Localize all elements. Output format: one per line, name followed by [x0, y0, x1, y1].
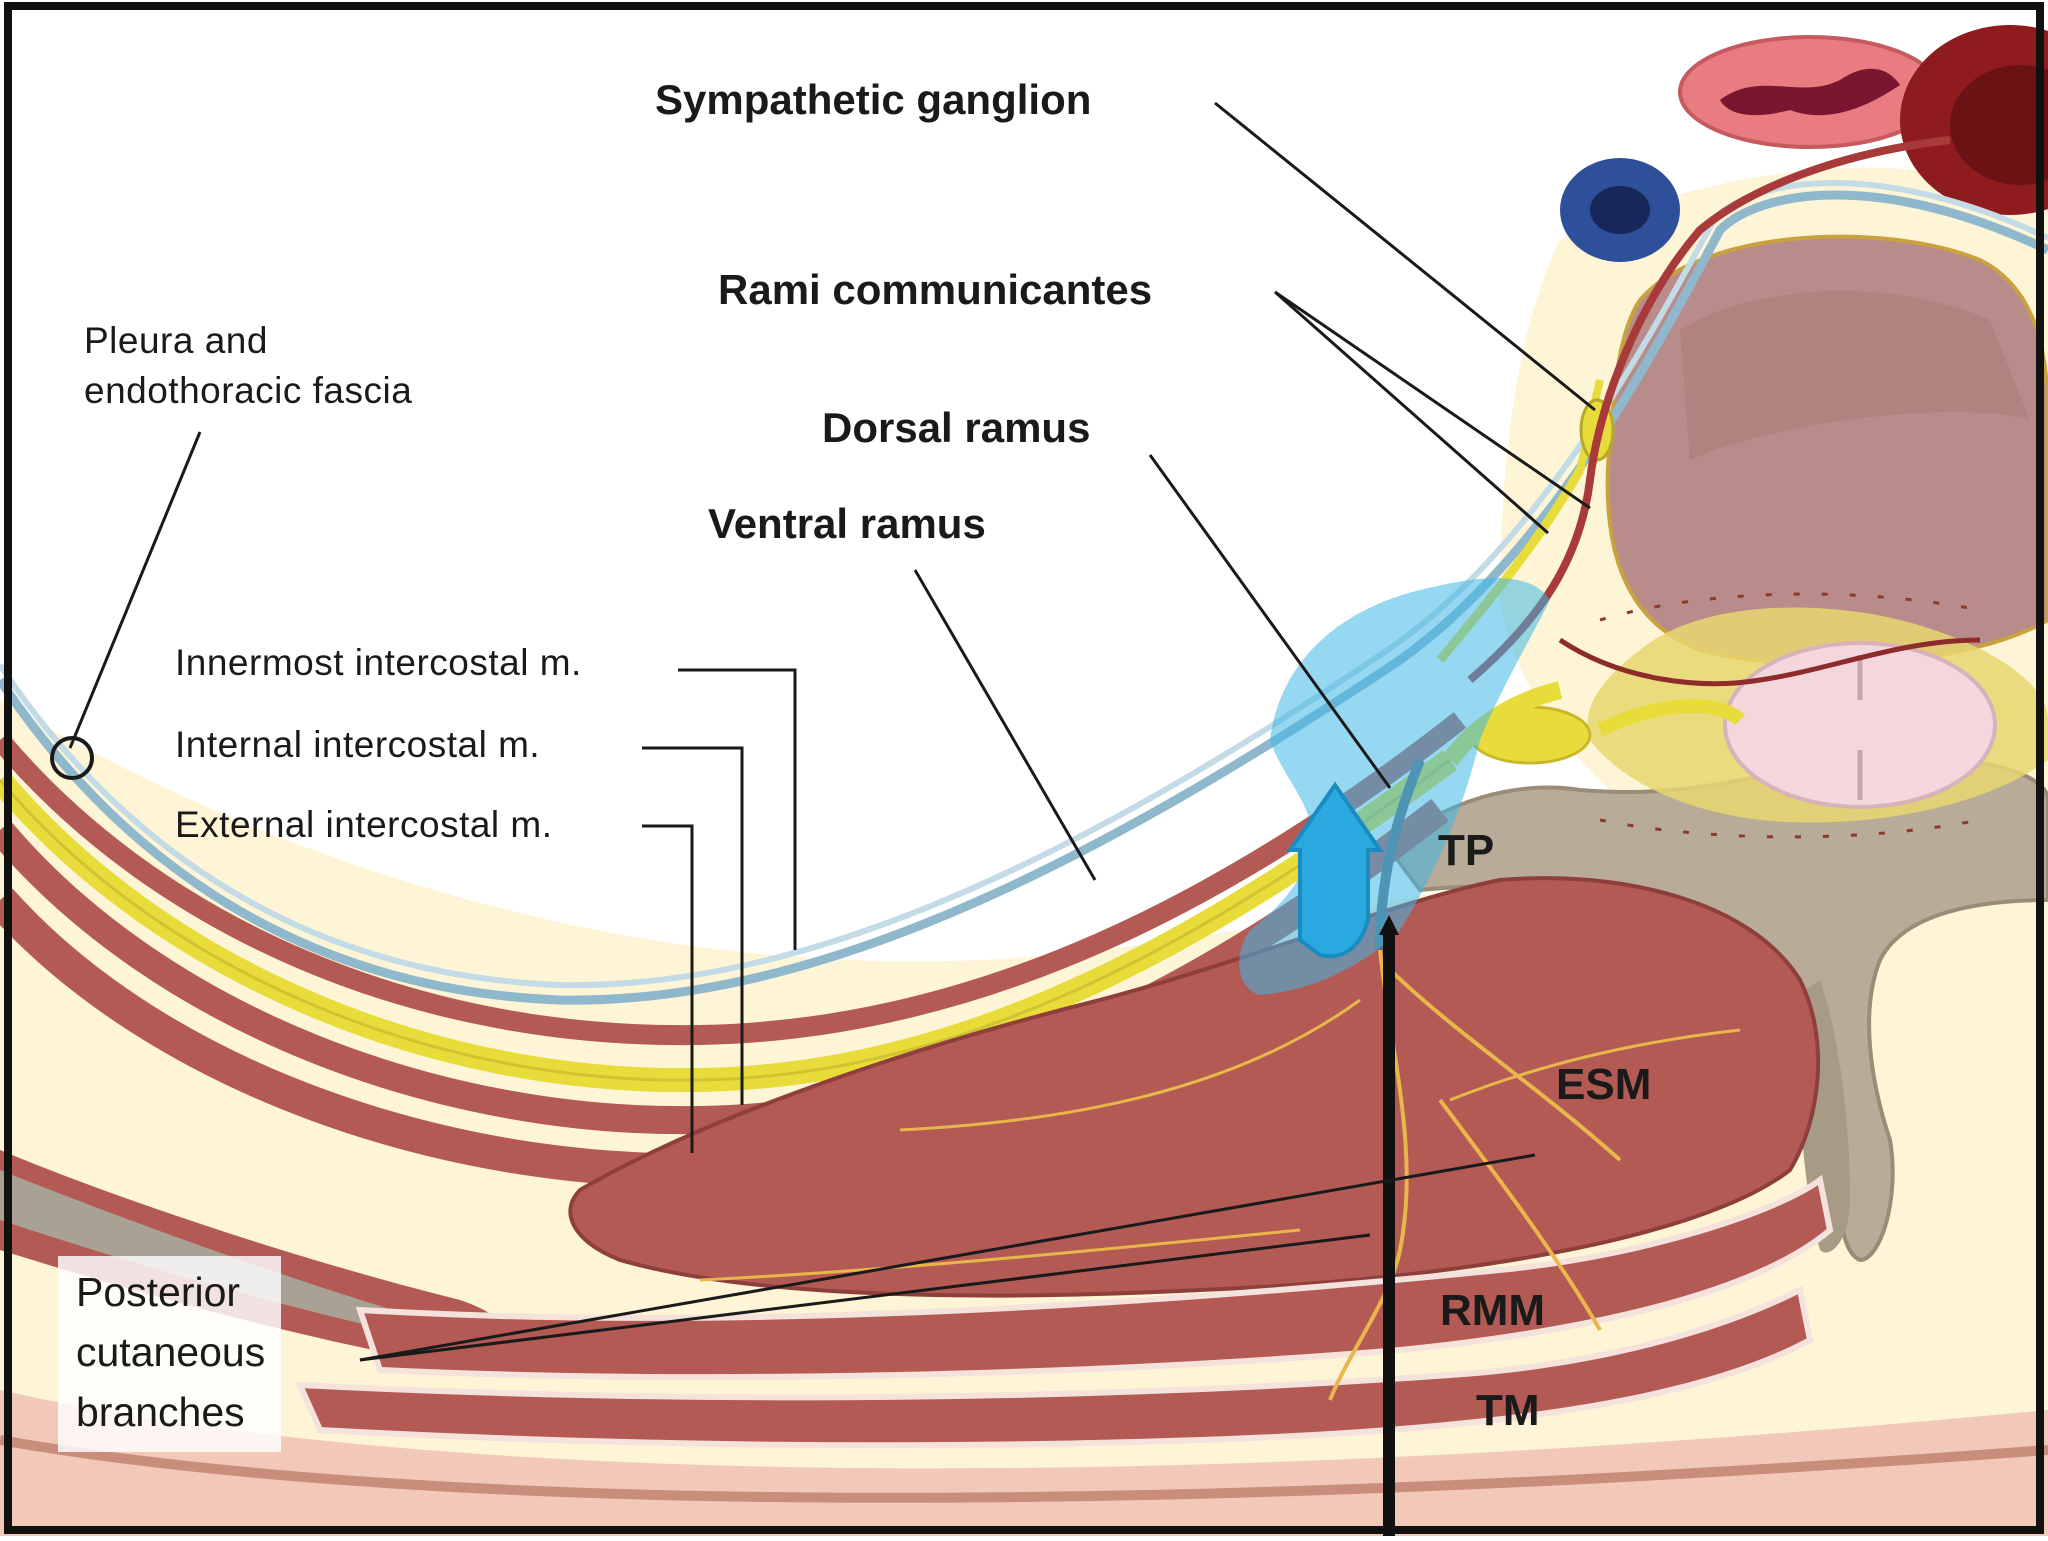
pleura-marker [50, 736, 94, 780]
nerve-branch-4 [899, 998, 1361, 1132]
leader-external [642, 824, 694, 1153]
rhomboid-major-muscle [355, 1174, 1834, 1381]
leader-innermost [678, 668, 797, 950]
pleura-outer [0, 190, 2048, 1005]
leader-posterior-2 [359, 1233, 1371, 1362]
label-sympathetic-ganglion: Sympathetic ganglion [655, 76, 1092, 123]
needle-icon [1379, 915, 1399, 1536]
spinal-nerve-root [1596, 699, 1745, 737]
azygos-vein-highlight [1590, 186, 1650, 234]
intercostal-artery [1467, 136, 1951, 684]
leader-sympathetic-ganglion [1214, 101, 1596, 412]
nerve-branch-5 [699, 1228, 1301, 1282]
leader-posterior-1 [359, 1153, 1536, 1362]
leader-lines [50, 101, 1596, 1362]
vertebral-body-shade [1680, 291, 2030, 460]
label-rmm: RMM [1440, 1286, 1546, 1335]
leader-internal [642, 746, 744, 1105]
intercostal-nerve-edge [0, 758, 1451, 1082]
label-rami-communicantes: Rami communicantes [718, 266, 1153, 313]
leader-rami-2 [1274, 290, 1549, 535]
spinal-cord [1723, 641, 1997, 809]
leader-rami-1 [1274, 290, 1591, 510]
innermost-intercostal-muscle [0, 712, 1467, 1046]
label-external-intercostal: External intercostal m. [175, 804, 553, 845]
skin-layer [0, 1390, 2048, 1536]
leader-dorsal-ramus [1148, 454, 1392, 789]
up-arrow-icon [1286, 781, 1384, 959]
label-tp: TP [1438, 826, 1495, 875]
label-innermost-intercostal: Innermost intercostal m. [175, 642, 582, 683]
label-posterior-cutaneous-branches: Posterior cutaneous branches [58, 1256, 282, 1452]
nerve-branch-6 [1449, 1028, 1741, 1102]
posterior-intercostal-artery-branch [1558, 637, 1981, 687]
label-dorsal-ramus: Dorsal ramus [822, 404, 1091, 451]
label-internal-intercostal: Internal intercostal m. [175, 724, 541, 765]
skin-edge [0, 1435, 2048, 1503]
nerve-branch-3 [1438, 1098, 1602, 1331]
internal-intercostal-muscle [0, 798, 1449, 1135]
aorta-lumen [1950, 65, 2048, 185]
leader-ventral-ramus [913, 569, 1097, 881]
label-ventral-ramus: Ventral ramus [708, 500, 986, 547]
esophagus-lumen [1720, 68, 1900, 116]
frame [4, 2, 2044, 1534]
label-tm: TM [1476, 1386, 1540, 1435]
label-pleura-endothoracic-fascia: Pleura and endothoracic fascia [84, 320, 413, 411]
label-esm: ESM [1556, 1060, 1652, 1109]
leader-pleura [68, 431, 202, 749]
trapezius-muscle [295, 1285, 1814, 1449]
nerve-branch-2 [1378, 958, 1622, 1162]
